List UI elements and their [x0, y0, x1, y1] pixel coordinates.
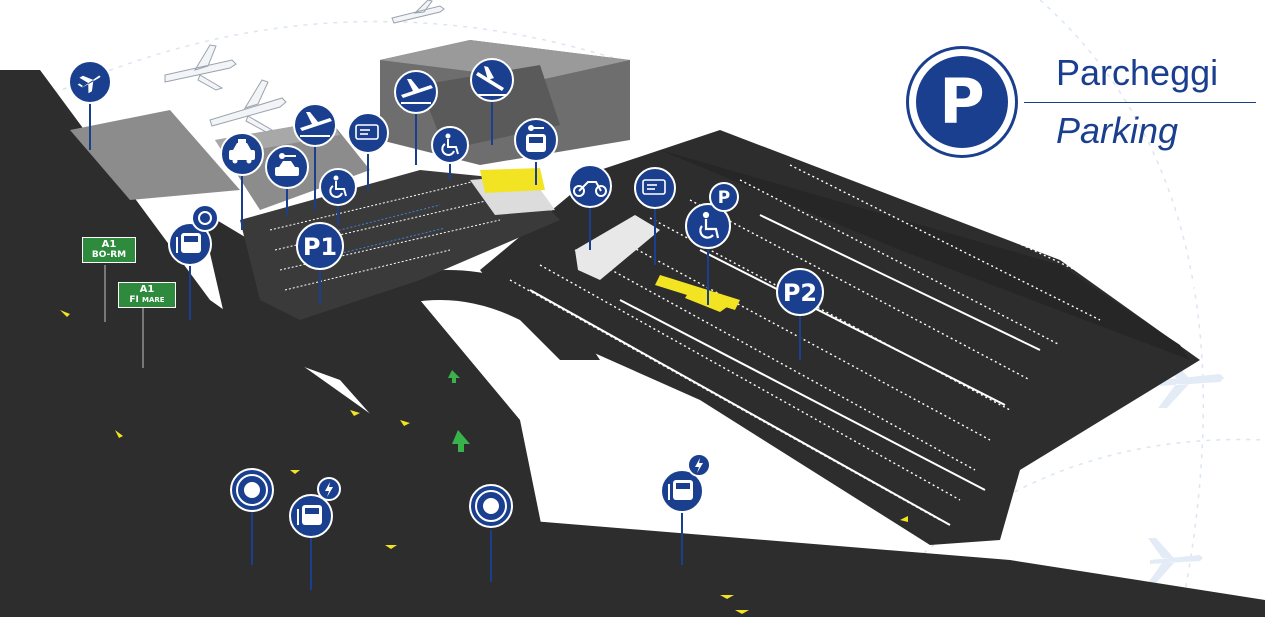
ticket-marker[interactable] [347, 112, 389, 154]
car-rental-bus-icon [526, 125, 546, 152]
highway-road-lower [0, 470, 240, 617]
small-parking-label: P [718, 188, 730, 208]
roundabout-icon [198, 211, 212, 225]
plane-icon [209, 79, 287, 133]
ticket-icon [355, 124, 379, 140]
markers: P P1 P2 [68, 58, 824, 538]
title-block: P Parcheggi Parking [906, 46, 1256, 166]
bus-icon [176, 233, 201, 253]
bus-icon [297, 505, 322, 525]
plane-icon [1113, 255, 1197, 315]
ticket-marker[interactable] [634, 167, 676, 209]
car-rental-icon [275, 153, 299, 176]
roundabout-marker[interactable] [230, 468, 274, 512]
car-rental-marker[interactable] [265, 145, 309, 189]
departures-icon [300, 112, 332, 137]
highway-sign-fi-mare: A1 FI MARE [118, 282, 176, 308]
wheelchair-icon [699, 211, 720, 239]
airplane-marker[interactable] [68, 60, 112, 104]
airplane-icon [77, 75, 101, 94]
highway-sign-line2: FI MARE [129, 294, 165, 305]
p1-marker[interactable]: P1 [296, 222, 344, 270]
highway-sign-line1: A1 [139, 284, 155, 295]
departures-marker[interactable] [293, 103, 337, 147]
wheelchair-marker[interactable] [319, 168, 357, 206]
title-italian: Parcheggi [1056, 52, 1219, 93]
p2-label: P2 [783, 279, 817, 307]
highway-road [0, 70, 1265, 617]
aircraft-illustrations [164, 0, 445, 133]
parking-logo: P [906, 46, 1018, 158]
wheelchair-marker[interactable] [685, 203, 731, 249]
wheelchair-icon [329, 175, 347, 198]
direction-arrows [448, 370, 470, 452]
roundabout-icon [236, 474, 268, 506]
wheelchair-icon [441, 133, 459, 156]
parking-logo-symbol: P [916, 56, 1008, 148]
electric-bus-marker[interactable] [289, 477, 341, 538]
car-rental-bus-marker[interactable] [514, 118, 558, 162]
taxi-marker[interactable] [220, 132, 264, 176]
wheelchair-marker[interactable] [431, 126, 469, 164]
highway-sign-line1: A1 [101, 239, 117, 250]
plane-icon [1148, 538, 1203, 583]
title-divider [1024, 102, 1256, 103]
bus-marker[interactable] [168, 222, 212, 266]
left-highway-road [0, 150, 300, 617]
departures-marker[interactable] [394, 70, 438, 114]
departures-icon [401, 79, 433, 104]
motorcycle-icon [573, 181, 607, 197]
highway-sign-line2: BO-RM [91, 249, 127, 260]
p1-label: P1 [303, 233, 337, 261]
bus-icon [668, 480, 693, 500]
lane-arrows [60, 310, 908, 614]
ticket-icon [642, 179, 666, 195]
p2-marker[interactable]: P2 [776, 268, 824, 316]
arrivals-marker[interactable] [470, 58, 514, 102]
electric-bus-marker[interactable] [660, 453, 711, 513]
sign-posts [89, 95, 801, 590]
roundabout-marker[interactable] [469, 484, 513, 528]
plane-icon [391, 0, 445, 24]
taxi-icon [229, 139, 255, 164]
electric-bus-icon [695, 458, 703, 473]
title-english: Parking [1056, 110, 1179, 151]
highway-sign-bo-rm: A1 BO-RM [82, 237, 136, 263]
electric-bus-icon [325, 482, 333, 497]
roundabout-icon [475, 490, 507, 522]
parking-lot-p2 [480, 130, 1200, 545]
arrivals-icon [476, 66, 507, 96]
small-parking-marker[interactable]: P [709, 182, 739, 212]
roundabout-marker[interactable] [191, 204, 219, 232]
plane-icon [164, 44, 237, 91]
motorcycle-marker[interactable] [568, 164, 612, 208]
